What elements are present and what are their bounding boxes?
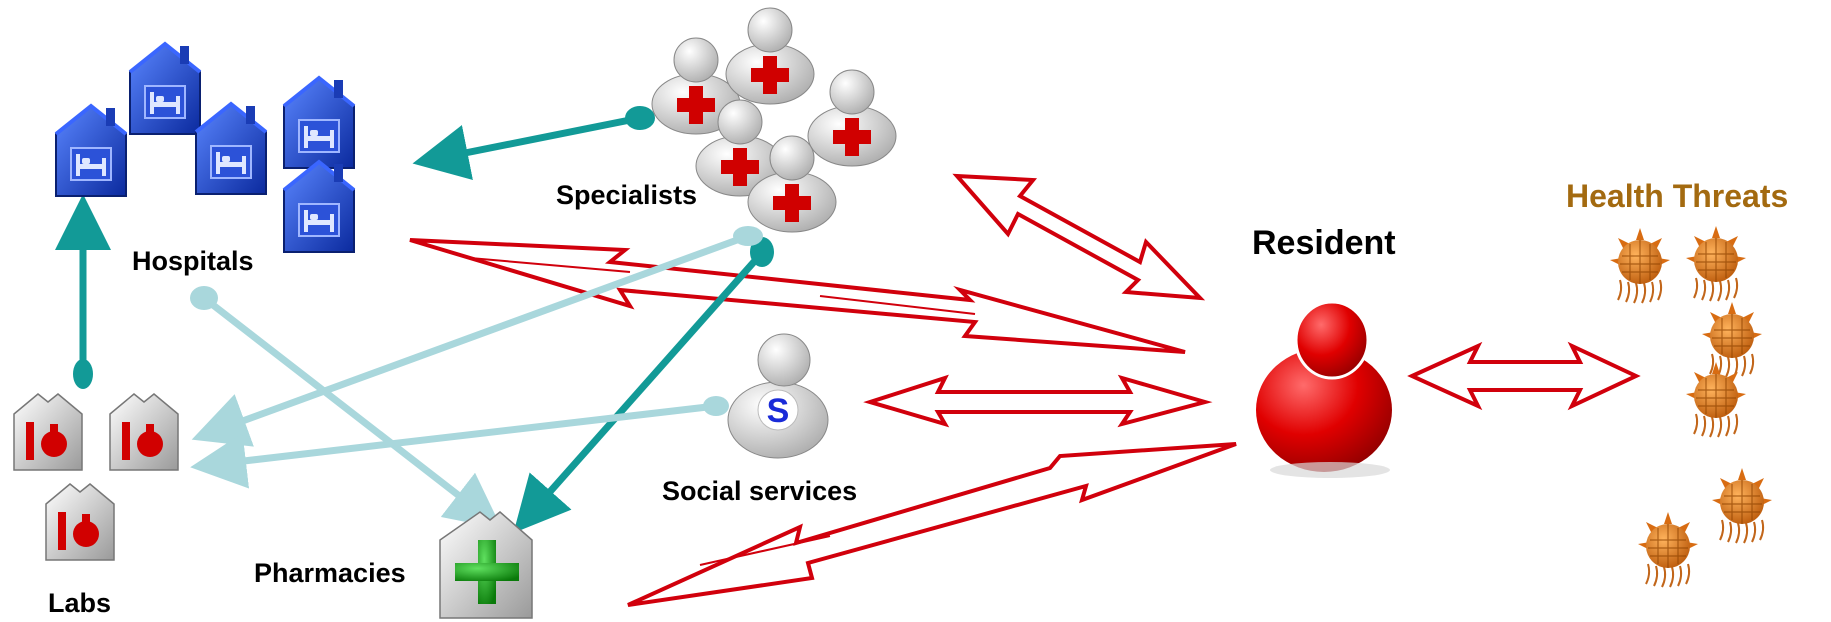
pharmacy-green-cross-icon [439,511,533,619]
flow-specialists-to-labs [191,226,763,447]
flow-specialists-to-hospitals [412,106,655,180]
hospital-building-icon [54,42,356,254]
flow-labs-to-hospitals [55,194,111,389]
label-hospitals: Hospitals [132,246,254,276]
social-services-badge: S [766,392,790,430]
exchange-arrow-resident-health-threats [1407,341,1641,411]
social-services-person-icon [727,333,829,459]
label-labs: Labs [48,588,112,618]
exchange-arrow-pharmacies-resident [627,442,1237,607]
label-resident: Resident [1252,224,1396,262]
label-specialists: Specialists [556,180,698,210]
lab-flask-building-icon [13,393,179,561]
label-social-services: Social services [662,476,858,506]
flow-social-services-to-labs [190,396,729,489]
resident-person-icon [1256,300,1392,478]
exchange-arrow-hospitals-resident [409,238,1186,354]
exchange-arrow-specialists-resident [952,173,1206,301]
exchange-arrow-social-resident [863,374,1213,428]
virus-icon [1609,225,1773,588]
label-pharmacies: Pharmacies [254,558,406,588]
flow-specialists-to-pharmacies [513,237,774,533]
label-health-threats: Health Threats [1566,178,1789,214]
flow-hospitals-to-pharmacies [190,286,503,530]
